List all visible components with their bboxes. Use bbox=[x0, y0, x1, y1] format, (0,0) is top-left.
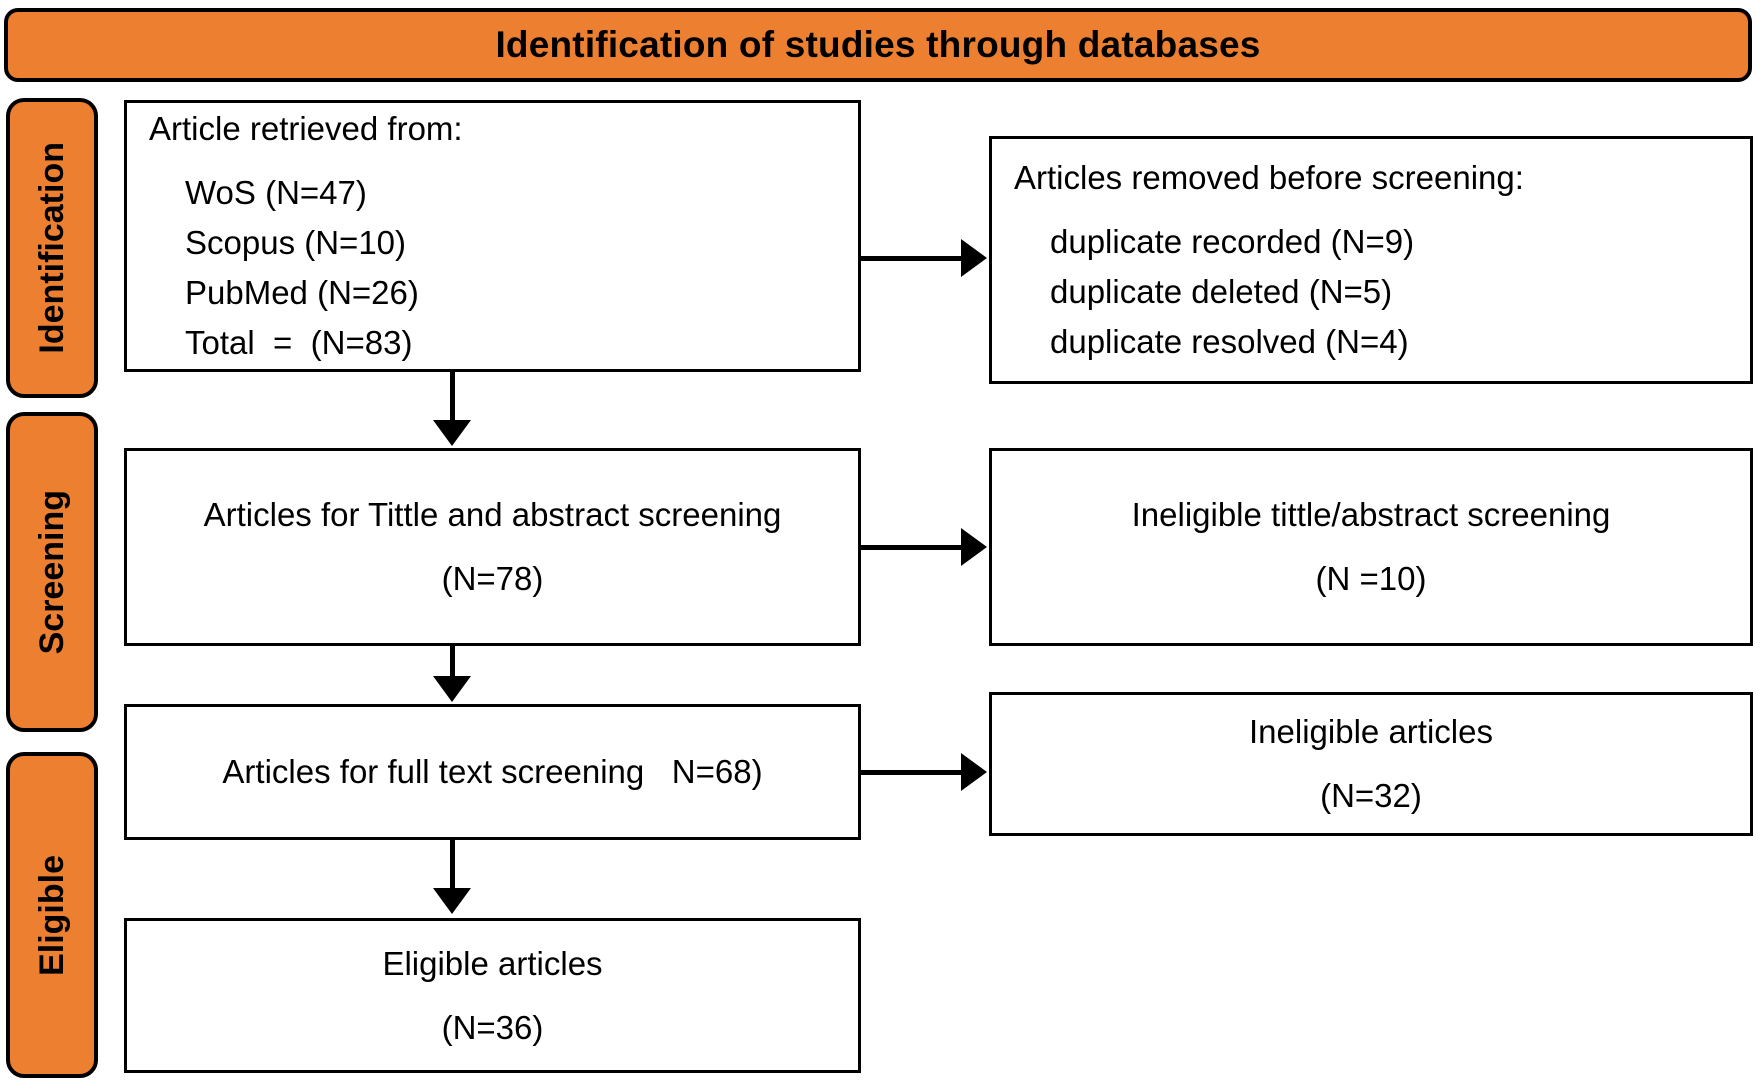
box-articles-retrieved-item-scopus: Scopus (N=10) bbox=[185, 224, 407, 261]
diagram-title: Identification of studies through databa… bbox=[495, 24, 1261, 65]
connector-retrieved-to-removed bbox=[861, 256, 965, 261]
box-ineligible-title-abstract-count: (N =10) bbox=[1315, 560, 1427, 597]
arrow-down-icon-full-text-to-eligible bbox=[433, 888, 471, 914]
box-articles-removed-item-resolved: duplicate resolved (N=4) bbox=[1050, 323, 1409, 360]
arrow-right-icon-full-text-to-ineligible-articles bbox=[961, 753, 987, 791]
box-title-abstract-screening-line1: Articles for Tittle and abstract screeni… bbox=[203, 496, 782, 533]
connector-title-abstract-to-ineligible bbox=[861, 545, 965, 550]
box-articles-retrieved-item-wos: WoS (N=47) bbox=[185, 174, 367, 211]
arrow-down-icon-retrieved-to-title-abstract bbox=[433, 420, 471, 446]
stage-label-screening: Screening bbox=[6, 412, 98, 732]
box-articles-removed: Articles removed before screening: dupli… bbox=[989, 136, 1753, 384]
stage-label-identification: Identification bbox=[6, 98, 98, 398]
connector-full-text-to-ineligible-articles bbox=[861, 770, 965, 775]
box-full-text-screening: Articles for full text screening N=68) bbox=[124, 704, 861, 840]
stage-label-screening-text: Screening bbox=[32, 489, 71, 655]
box-full-text-screening-line1: Articles for full text screening N=68) bbox=[222, 753, 763, 790]
box-articles-retrieved-item-pubmed: PubMed (N=26) bbox=[185, 274, 419, 311]
box-articles-removed-item-recorded: duplicate recorded (N=9) bbox=[1050, 223, 1415, 260]
box-articles-retrieved-heading: Article retrieved from: bbox=[149, 110, 463, 147]
box-articles-removed-item-deleted: duplicate deleted (N=5) bbox=[1050, 273, 1393, 310]
arrow-right-icon-retrieved-to-removed bbox=[961, 239, 987, 277]
box-title-abstract-screening-count: (N=78) bbox=[441, 560, 544, 597]
box-eligible-articles-line1: Eligible articles bbox=[382, 944, 603, 982]
box-ineligible-articles-count: (N=32) bbox=[1320, 777, 1422, 814]
connector-title-abstract-to-full-text bbox=[450, 646, 455, 680]
stage-label-eligible: Eligible bbox=[6, 752, 98, 1078]
box-articles-retrieved: Article retrieved from: WoS (N=47) Scopu… bbox=[124, 100, 861, 372]
box-ineligible-articles-line1: Ineligible articles bbox=[1249, 713, 1493, 750]
box-ineligible-title-abstract: Ineligible tittle/abstract screening (N … bbox=[989, 448, 1753, 646]
box-articles-removed-heading: Articles removed before screening: bbox=[1014, 159, 1524, 196]
box-title-abstract-screening: Articles for Tittle and abstract screeni… bbox=[124, 448, 861, 646]
box-eligible-articles-count: (N=36) bbox=[441, 1008, 544, 1046]
box-articles-retrieved-item-total: Total = (N=83) bbox=[185, 324, 413, 361]
box-ineligible-articles: Ineligible articles (N=32) bbox=[989, 692, 1753, 836]
connector-full-text-to-eligible bbox=[450, 840, 455, 892]
connector-retrieved-to-title-abstract bbox=[450, 372, 455, 424]
box-ineligible-title-abstract-line1: Ineligible tittle/abstract screening bbox=[1131, 496, 1611, 533]
arrow-down-icon-title-abstract-to-full-text bbox=[433, 676, 471, 702]
box-eligible-articles: Eligible articles (N=36) bbox=[124, 918, 861, 1073]
arrow-right-icon-title-abstract-to-ineligible bbox=[961, 528, 987, 566]
stage-label-identification-text: Identification bbox=[32, 142, 71, 354]
stage-label-eligible-text: Eligible bbox=[32, 854, 71, 976]
diagram-header-banner: Identification of studies through databa… bbox=[4, 8, 1752, 82]
